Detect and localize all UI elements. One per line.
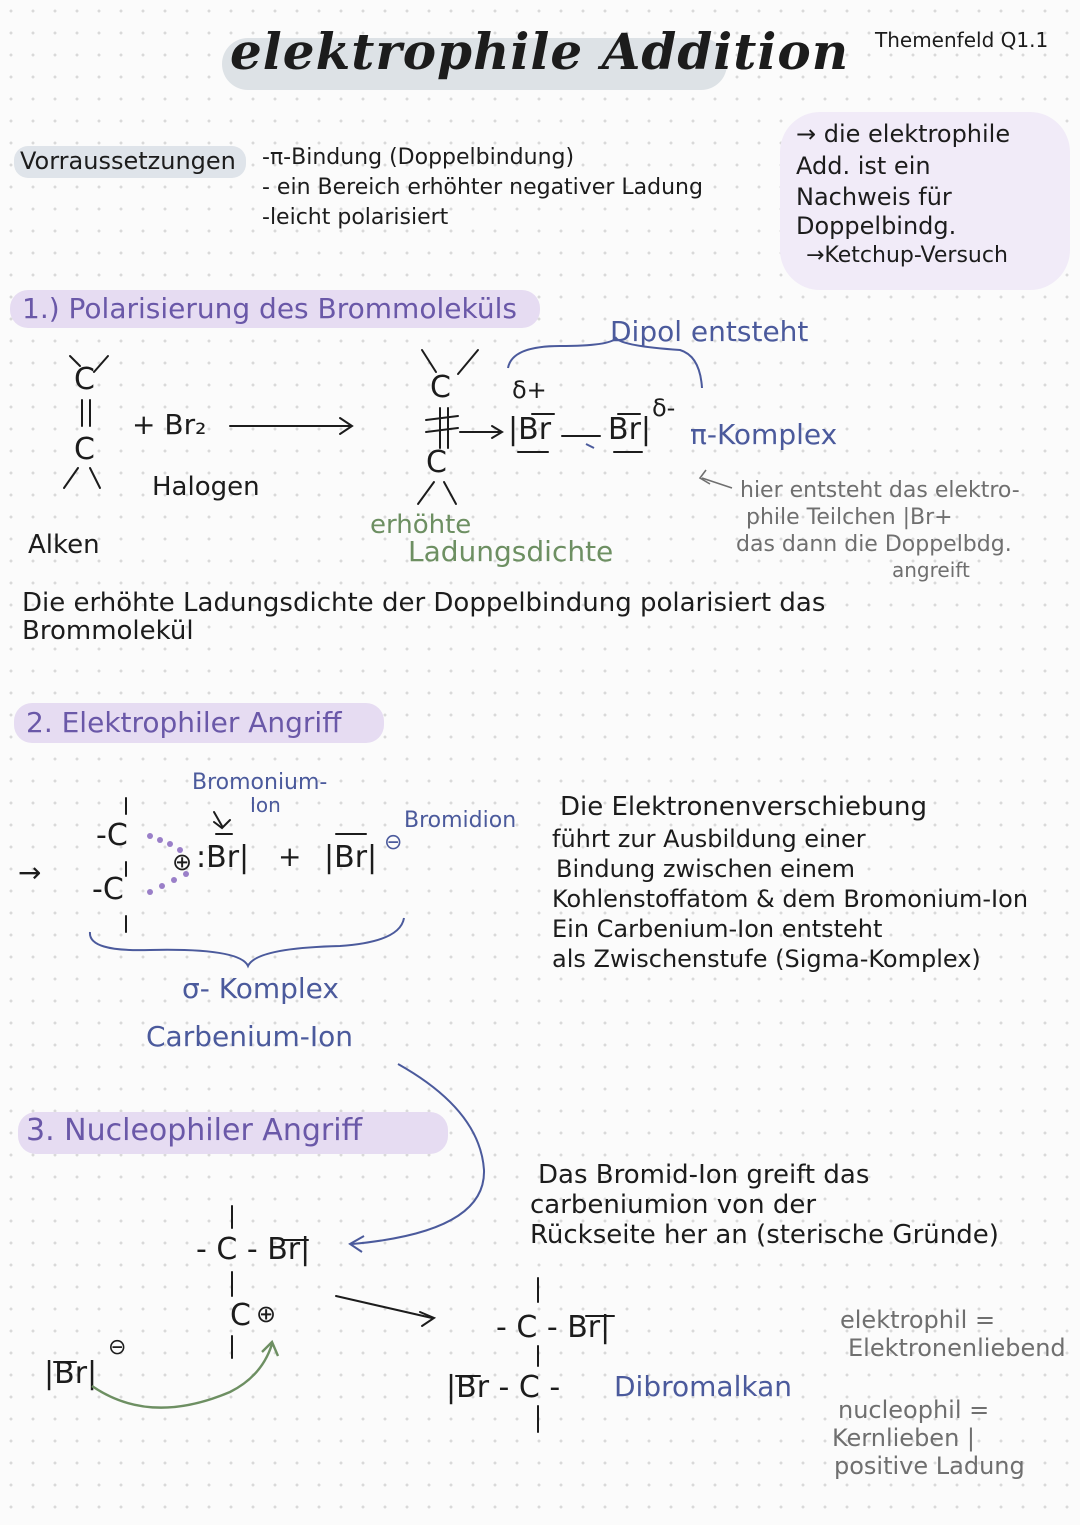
prereq-item-1: -π-Bindung (Doppelbindung) — [262, 145, 575, 170]
alkene-c-top: C — [74, 362, 95, 397]
step2-text-4: Kohlenstoffatom & dem Bromonium-Ion — [552, 885, 1029, 913]
delta-plus: δ+ — [512, 376, 547, 404]
delta-minus: δ- — [652, 394, 676, 422]
step2-text-3: Bindung zwischen einem — [556, 855, 856, 883]
def-4: Kernlieben | — [832, 1424, 975, 1452]
minus-charge-icon: ⊖ — [384, 830, 403, 855]
plus-br2: + Br₂ — [132, 408, 207, 441]
step3-highlight — [18, 1112, 448, 1154]
complex-c-bottom: C — [426, 445, 447, 480]
complex-c-top: C — [430, 370, 451, 405]
arrow-step2: → — [18, 856, 42, 889]
step1-highlight — [10, 290, 540, 328]
bromonium-br: :Br| — [196, 840, 250, 875]
br-left: |Br — [508, 412, 552, 447]
step3-text-1: Das Bromid-Ion greift das — [538, 1160, 870, 1190]
plus-sign: + — [278, 840, 302, 873]
bromide-ion: |Br| — [324, 840, 378, 875]
carbon-top: -C — [96, 818, 128, 853]
step1-heading: 1.) Polarisierung des Brommoleküls — [22, 292, 517, 325]
prereq-item-3: -leicht polarisiert — [262, 205, 449, 230]
step3-heading: 3. Nucleophiler Angriff — [26, 1113, 363, 1148]
step1-note-1: hier entsteht das elektro- — [740, 478, 1020, 503]
plus-charge-icon: ⊕ — [172, 848, 193, 876]
intermediate-c-br: - C - Br| — [196, 1232, 311, 1267]
step2-text-5: Ein Carbenium-Ion entsteht — [552, 915, 883, 943]
step3-text-2: carbeniumion von der — [530, 1190, 817, 1220]
sigma-complex-label: σ- Komplex — [182, 972, 339, 1005]
carbenium-label: Carbenium-Ion — [146, 1020, 354, 1053]
step2-text-1: Die Elektronenverschiebung — [560, 792, 927, 822]
step2-highlight — [14, 703, 384, 743]
def-2: Elektronenliebend — [848, 1334, 1066, 1362]
def-3: nucleophil = — [838, 1396, 990, 1424]
def-1: elektrophil = — [840, 1306, 996, 1334]
minus-charge-icon-2: ⊖ — [108, 1335, 127, 1360]
dipole-label: Dipol entsteht — [610, 315, 809, 348]
prereq-label: Vorraussetzungen — [20, 147, 236, 175]
note-line-5: →Ketchup-Versuch — [806, 243, 1008, 268]
alkene-c-bottom: C — [74, 432, 95, 467]
bromonium-label-1: Bromonium- — [192, 770, 328, 795]
increased-density-1: erhöhte — [370, 510, 472, 540]
prereq-item-2: - ein Bereich erhöhter negativer Ladung — [262, 175, 703, 200]
step2-heading: 2. Elektrophiler Angriff — [26, 706, 342, 739]
pi-complex-label: π-Komplex — [690, 418, 838, 451]
bromidion-label: Bromidion — [404, 808, 517, 833]
step2-text-6: als Zwischenstufe (Sigma-Komplex) — [552, 945, 981, 973]
note-line-4: Doppelbindg. — [796, 212, 957, 240]
bromonium-label-2: Ion — [250, 793, 281, 817]
note-line-3: Nachweis für — [796, 183, 952, 211]
intermediate-c: C — [230, 1298, 251, 1333]
prereq-highlight — [14, 146, 246, 178]
note-line-2: Add. ist ein — [796, 152, 931, 180]
title-highlight — [222, 38, 727, 90]
alken-label: Alken — [28, 530, 100, 560]
plus-charge-icon-2: ⊕ — [256, 1300, 277, 1328]
topic-label: Themenfeld Q1.1 — [875, 28, 1049, 52]
step1-summary-1: Die erhöhte Ladungsdichte der Doppelbind… — [22, 588, 826, 618]
note-line-1: → die elektrophile — [796, 120, 1011, 148]
def-5: positive Ladung — [834, 1452, 1025, 1480]
step3-text-3: Rückseite her an (sterische Gründe) — [530, 1220, 999, 1250]
step1-note-4: angreift — [892, 558, 970, 582]
step1-summary-2: Brommolekül — [22, 616, 194, 646]
halogen-label: Halogen — [152, 472, 260, 502]
step1-note-3: das dann die Doppelbdg. — [736, 532, 1012, 557]
increased-density-2: Ladungsdichte — [408, 535, 614, 568]
step2-text-2: führt zur Ausbildung einer — [552, 825, 866, 853]
br-right: Br| — [608, 412, 652, 447]
step1-note-2: phile Teilchen |Br+ — [746, 505, 953, 530]
page-title: elektrophile Addition — [230, 22, 850, 81]
note-box-highlight — [780, 112, 1070, 290]
product-name: Dibromalkan — [614, 1370, 792, 1403]
carbon-bottom: -C — [92, 872, 124, 907]
